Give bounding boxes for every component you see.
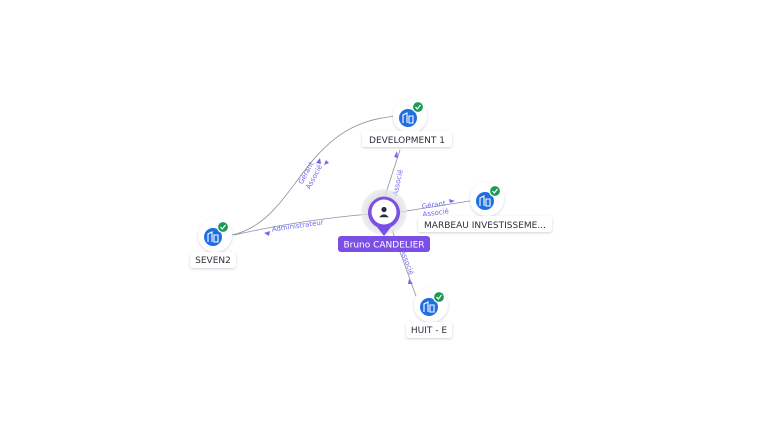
- company-label: HUIT - E: [411, 326, 447, 336]
- check-icon: [220, 224, 226, 230]
- edge-person-marbeau[interactable]: Gérant Associé: [399, 199, 477, 219]
- verified-badge: [411, 100, 425, 114]
- verified-badge: [432, 290, 446, 304]
- arrow-icon: [324, 160, 329, 165]
- edge-line: [231, 115, 401, 236]
- arrow-icon: [264, 231, 270, 236]
- edge-line: [399, 199, 477, 213]
- company-label: SEVEN2: [195, 256, 231, 266]
- company-label: DEVELOPMENT 1: [369, 136, 445, 146]
- check-icon: [436, 294, 442, 300]
- arrow-icon: [316, 158, 321, 164]
- check-icon: [492, 188, 498, 194]
- node-label-box: [406, 322, 452, 338]
- edge-line: [233, 213, 371, 236]
- edge-label-gerant: Gérant: [421, 199, 446, 210]
- arrow-icon: [408, 279, 413, 284]
- node-label-box: [418, 216, 552, 232]
- company-node-development1[interactable]: DEVELOPMENT 1: [362, 99, 452, 147]
- edge-person-seven2[interactable]: Administrateur: [233, 213, 371, 236]
- person-icon: [379, 206, 389, 218]
- person-name-label: Bruno CANDELIER: [343, 241, 424, 251]
- verified-badge: [216, 220, 230, 234]
- arrow-icon: [394, 151, 398, 158]
- company-node-seven2[interactable]: SEVEN2: [190, 218, 236, 268]
- company-node-marbeau[interactable]: MARBEAU INVESTISSEME...: [418, 182, 552, 232]
- person-label-box: [338, 236, 430, 252]
- verified-badge: [488, 184, 502, 198]
- edge-label-associe: Associé: [422, 207, 449, 219]
- building-icon: [207, 231, 219, 243]
- edge-label-associe: Associé: [399, 249, 416, 277]
- building-icon: [423, 301, 435, 313]
- building-icon: [479, 195, 491, 207]
- building-icon: [402, 112, 414, 124]
- person-node[interactable]: Bruno CANDELIER: [338, 189, 430, 252]
- arrow-icon: [449, 199, 455, 203]
- node-label-box: [190, 252, 236, 268]
- company-node-huit[interactable]: HUIT - E: [406, 288, 452, 338]
- node-label-box: [362, 131, 452, 147]
- company-label: MARBEAU INVESTISSEME...: [424, 221, 546, 231]
- check-icon: [415, 104, 421, 110]
- edge-label-administrateur: Administrateur: [271, 218, 324, 233]
